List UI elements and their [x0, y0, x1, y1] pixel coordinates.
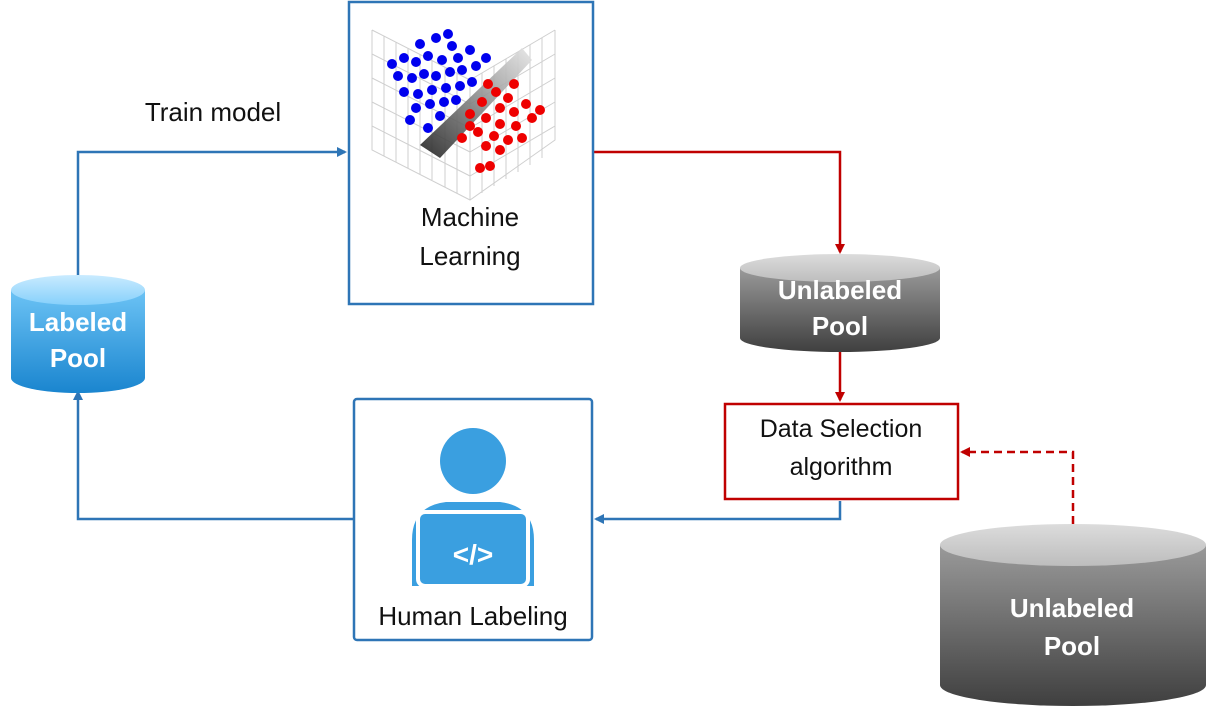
unlabeled-pool-small-line2: Pool — [812, 311, 868, 341]
machine-learning-label-line2: Learning — [419, 241, 520, 271]
unlabeled-pool-small-cylinder: Unlabeled Pool — [740, 254, 940, 352]
connector-ml-to-unlabeled — [594, 150, 845, 254]
labeled-pool-cylinder: Labeled Pool — [11, 275, 145, 393]
unlabeled-pool-large-cylinder: Unlabeled Pool — [940, 524, 1206, 706]
data-selection-box: Data Selection algorithm — [723, 402, 960, 501]
train-model-label: Train model — [145, 97, 281, 127]
data-selection-line2: algorithm — [790, 453, 893, 481]
code-glyph: </> — [453, 539, 493, 570]
human-labeling-label: Human Labeling — [378, 601, 567, 631]
connector-labeled-to-ml — [76, 147, 347, 278]
scatter-plot-3d-image — [371, 29, 556, 201]
unlabeled-pool-large-line1: Unlabeled — [1010, 593, 1134, 623]
machine-learning-box: Machine Learning — [347, 0, 595, 306]
machine-learning-label-line1: Machine — [421, 202, 519, 232]
person-with-laptop-icon: </> — [412, 428, 534, 588]
unlabeled-pool-large-line2: Pool — [1044, 631, 1100, 661]
unlabeled-pool-small-line1: Unlabeled — [778, 275, 902, 305]
data-selection-line1: Data Selection — [760, 415, 923, 443]
human-labeling-box: </> Human Labeling — [352, 397, 594, 642]
connector-human-to-labeled — [73, 390, 353, 521]
labeled-pool-label-line2: Pool — [50, 343, 106, 373]
connector-large-pool-to-selection — [960, 447, 1075, 524]
labeled-pool-label-line1: Labeled — [29, 307, 127, 337]
connector-selection-to-human — [594, 501, 842, 524]
